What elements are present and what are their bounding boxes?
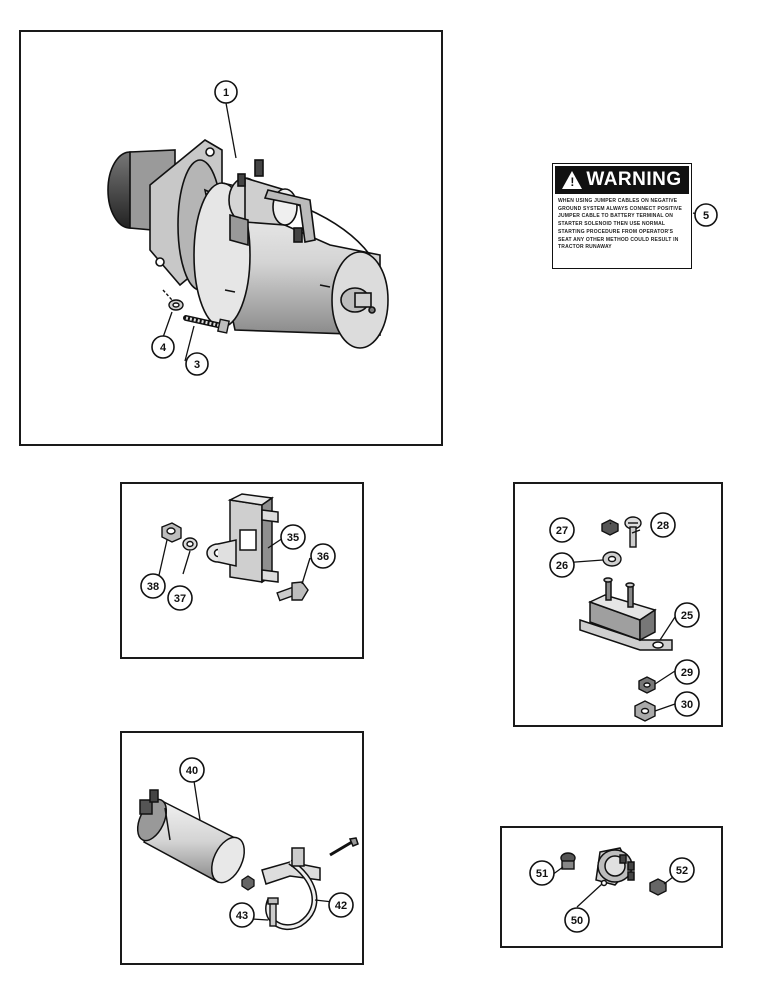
warning-header: ! WARNING [555, 166, 689, 194]
svg-text:35: 35 [287, 532, 299, 544]
screw-part51 [560, 852, 576, 870]
ignition-coil [136, 789, 245, 884]
bolt-part3 [183, 315, 230, 334]
warning-decal: ! WARNING WHEN USING JUMPER CABLES ON NE… [552, 163, 692, 269]
callout-40: 40 [179, 757, 205, 783]
callout-3: 3 [185, 352, 209, 376]
callout-42: 42 [328, 892, 354, 918]
svg-text:40: 40 [186, 765, 198, 777]
svg-text:42: 42 [335, 900, 347, 912]
callout-5: 5 [694, 203, 718, 227]
callout-35: 35 [280, 524, 306, 550]
callout-1: 1 [214, 80, 238, 104]
callout-50: 50 [564, 907, 590, 933]
hex-nut-part38 [161, 522, 182, 543]
callout-30: 30 [674, 691, 700, 717]
callout-52: 52 [669, 857, 695, 883]
svg-text:50: 50 [571, 915, 583, 927]
svg-text:37: 37 [174, 593, 186, 605]
screw-part36 [276, 581, 309, 602]
callout-26: 26 [549, 552, 575, 578]
nut-part30 [634, 700, 656, 722]
callout-37: 37 [167, 585, 193, 611]
callout-27: 27 [549, 517, 575, 543]
callout-4: 4 [151, 335, 175, 359]
callout-28: 28 [650, 512, 676, 538]
svg-text:25: 25 [681, 610, 693, 622]
washer-part4 [162, 289, 184, 311]
svg-text:26: 26 [556, 560, 568, 572]
screw-part28 [624, 516, 642, 548]
switch-panel [500, 826, 723, 948]
warning-title: WARNING [586, 169, 682, 190]
svg-text:43: 43 [236, 910, 248, 922]
washer-part26 [602, 551, 622, 567]
warning-triangle-icon: ! [562, 171, 583, 189]
callout-29: 29 [674, 659, 700, 685]
circuit-breaker [579, 577, 673, 651]
svg-text:5: 5 [703, 210, 709, 222]
nut-part27 [601, 519, 619, 536]
svg-text:38: 38 [147, 581, 159, 593]
ballast-resistor [206, 493, 279, 584]
switch-part50 [595, 847, 635, 887]
warning-text: WHEN USING JUMPER CABLES ON NEGATIVE GRO… [558, 198, 682, 251]
svg-text:52: 52 [676, 865, 688, 877]
nut-part29 [638, 676, 656, 694]
callout-38: 38 [140, 573, 166, 599]
svg-text:4: 4 [160, 342, 167, 354]
callout-36: 36 [310, 543, 336, 569]
svg-text:29: 29 [681, 667, 693, 679]
svg-text:28: 28 [657, 520, 669, 532]
svg-text:30: 30 [681, 699, 693, 711]
svg-text:51: 51 [536, 868, 548, 880]
svg-text:1: 1 [223, 87, 229, 99]
svg-text:3: 3 [194, 359, 200, 371]
bolt-part43 [267, 897, 279, 927]
small-nut-coil [241, 875, 255, 891]
nut-part52 [649, 878, 667, 896]
callout-51: 51 [529, 860, 555, 886]
callout-25: 25 [674, 602, 700, 628]
svg-text:36: 36 [317, 551, 329, 563]
callout-43: 43 [229, 902, 255, 928]
svg-text:27: 27 [556, 525, 568, 537]
lockwasher-part37 [182, 537, 198, 551]
starter-motor [107, 139, 389, 349]
